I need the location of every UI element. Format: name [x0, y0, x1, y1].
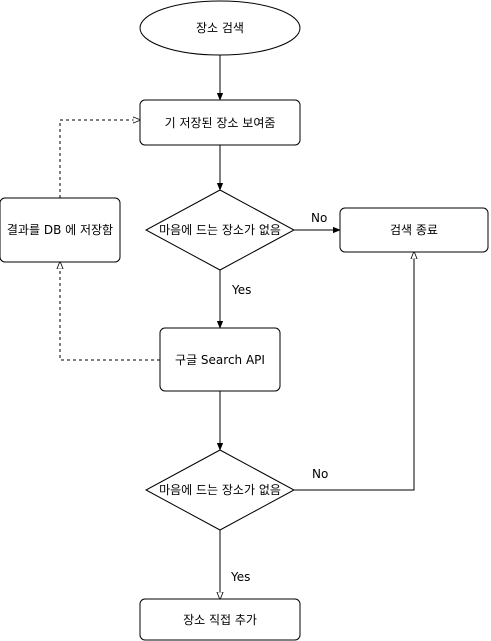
end-search-node-label: 검색 종료: [390, 223, 438, 237]
show-saved-node-label: 기 저장된 장소 보여줌: [165, 116, 276, 130]
end-search-node: [339, 207, 489, 253]
start-node: [139, 0, 301, 56]
edge-label-no-1: No: [311, 211, 327, 225]
google-api-node: [159, 327, 281, 392]
save-db-node-label: 결과를 DB 에 저장함: [7, 223, 113, 237]
google-api-node-label: 구글 Search API: [175, 353, 265, 367]
edge-decision2-no: [294, 252, 414, 491]
decision1-node: [144, 189, 296, 271]
decision2-node: [144, 449, 296, 531]
edge-label-yes-1: Yes: [231, 283, 251, 297]
edge-api-to-db: [60, 262, 160, 361]
show-saved-node: [139, 99, 301, 146]
add-place-node-label: 장소 직접 추가: [183, 613, 257, 627]
edge-label-no-2: No: [312, 467, 328, 481]
edge-db-to-show: [59, 120, 140, 198]
edge-label-yes-2: Yes: [230, 570, 250, 584]
start-node-label: 장소 검색: [196, 21, 244, 35]
save-db-node: [0, 197, 121, 263]
add-place-node: [139, 598, 301, 641]
decision2-node-label: 마음에 드는 장소가 없음: [159, 483, 281, 497]
decision1-node-label: 마음에 드는 장소가 없음: [159, 223, 281, 237]
